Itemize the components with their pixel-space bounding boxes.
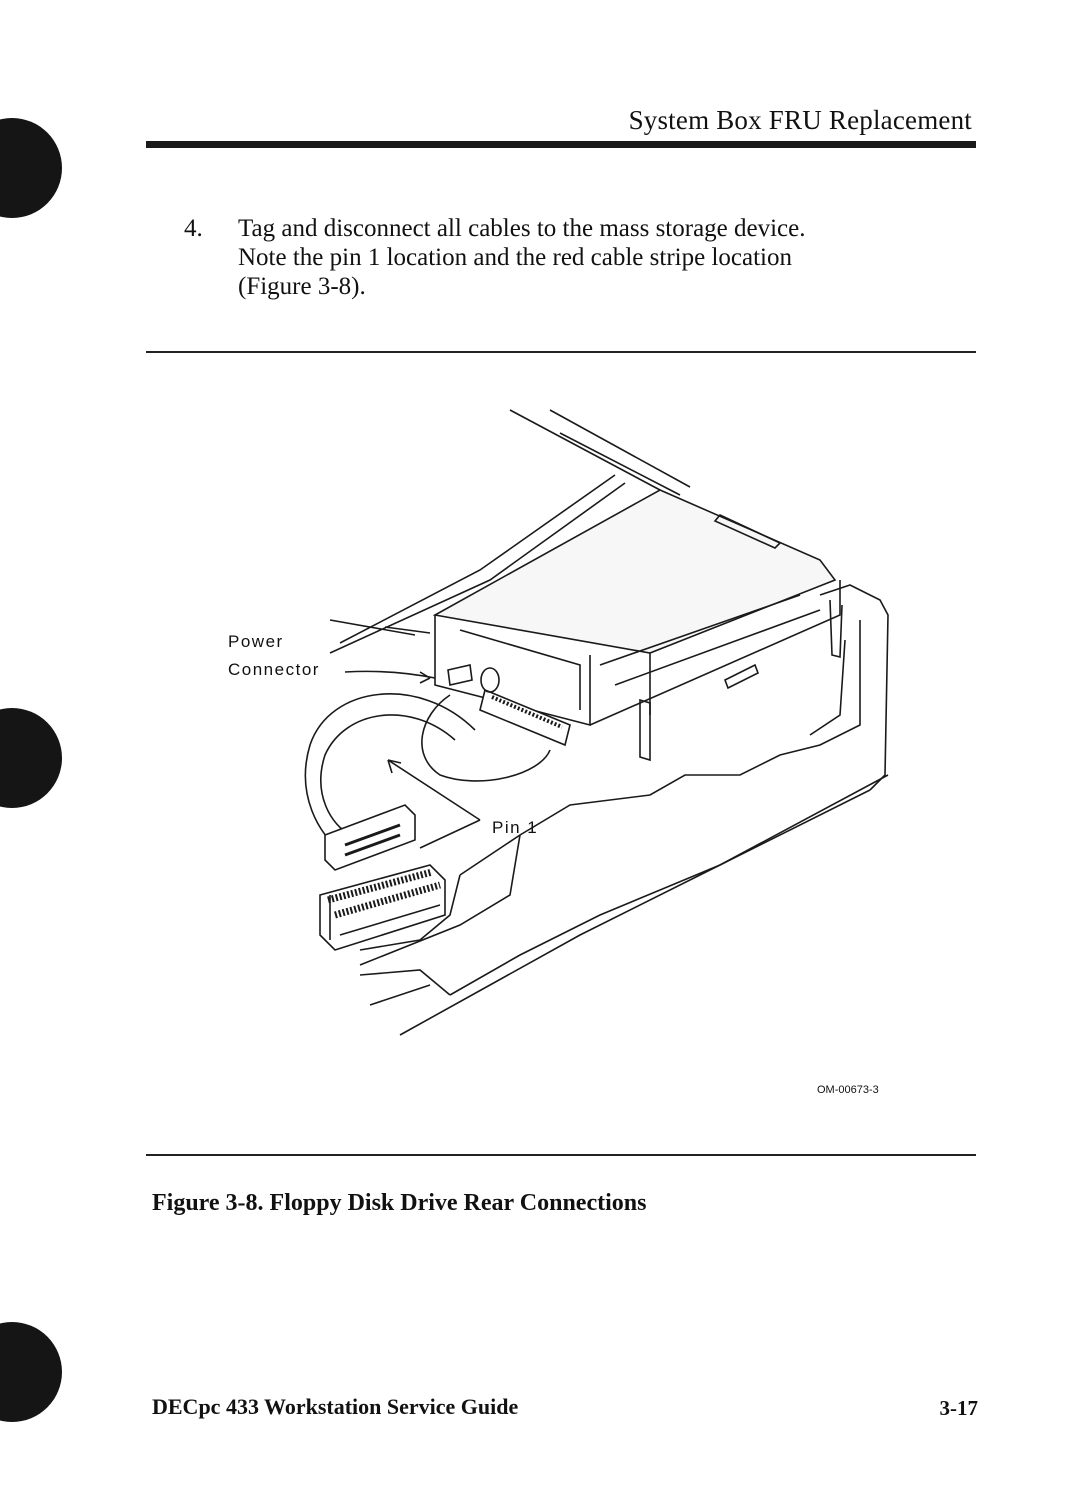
running-header: System Box FRU Replacement [629,105,972,136]
figure-caption: Figure 3-8. Floppy Disk Drive Rear Conne… [152,1190,646,1217]
pin1-label: Pin 1 [492,818,538,838]
header-rule [146,141,976,148]
binder-hole-middle [0,708,62,808]
binder-hole-bottom [0,1322,62,1422]
footer-guide-title: DECpc 433 Workstation Service Guide [152,1394,518,1420]
power-label: Power [228,632,284,652]
binder-hole-top [0,118,62,218]
step-number: 4. [184,214,203,243]
floppy-drive-illustration [220,395,920,1065]
figure-top-rule [146,351,976,353]
figure-bottom-rule [146,1154,976,1156]
connector-label: Connector [228,660,320,680]
figure-id: OM-00673-3 [817,1084,879,1096]
step-text: Tag and disconnect all cables to the mas… [238,214,838,301]
page-number: 3-17 [940,1396,979,1421]
